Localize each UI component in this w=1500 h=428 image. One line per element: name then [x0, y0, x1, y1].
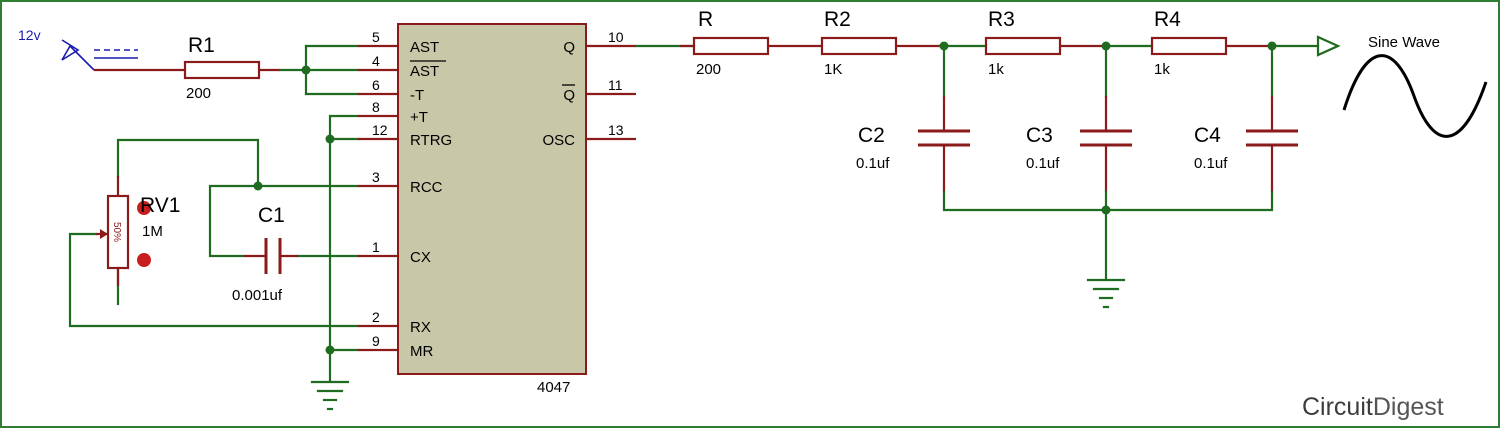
rv1-value: 1M — [142, 223, 163, 240]
r2-value: 1K — [824, 61, 842, 78]
pin-number: 6 — [372, 77, 380, 93]
pin-label: CX — [410, 249, 431, 266]
wire-c1-left — [208, 184, 260, 258]
pin-number: 12 — [372, 122, 388, 138]
resistor-r2: R2 1K — [820, 8, 940, 78]
ground-symbol-left — [310, 380, 350, 411]
pin-number: 11 — [608, 77, 623, 93]
r2-name: R2 — [824, 8, 851, 31]
pin-label: AST — [410, 39, 439, 56]
junction-dot — [325, 134, 335, 144]
pin-label: AST — [410, 63, 439, 80]
wire-rv1-wiper — [68, 232, 360, 328]
r1-value: 200 — [186, 85, 211, 102]
pin-number: 2 — [372, 309, 380, 325]
source-arrow-icon — [61, 39, 80, 61]
pin-number: 1 — [372, 239, 380, 255]
output-terminal-icon — [1316, 35, 1341, 57]
c3-value: 0.1uf — [1026, 155, 1060, 172]
pin-label: Q — [563, 39, 575, 56]
resistor-r1: R1 200 — [165, 34, 280, 102]
pin-number: 13 — [608, 122, 624, 138]
c4-name: C4 — [1194, 124, 1221, 147]
pin-label: -T — [410, 87, 424, 104]
sine-wave-icon — [1342, 54, 1488, 138]
resistor-r3: R3 1k — [984, 8, 1106, 78]
c1-value: 0.001uf — [232, 287, 283, 304]
source-voltage-label: 12v — [18, 27, 41, 43]
pin-number: 3 — [372, 169, 380, 185]
ic-part-number: 4047 — [537, 379, 570, 396]
pin-number: 4 — [372, 53, 380, 69]
pin-label: RCC — [410, 179, 443, 196]
ic-pin-6: 6 -T — [358, 77, 424, 104]
source-lead — [69, 45, 95, 71]
rv1-setting: 50% — [111, 222, 122, 242]
ic-pin-11: 11Q — [562, 77, 636, 104]
pin-label: +T — [410, 109, 428, 126]
pin-label: Q — [563, 87, 575, 104]
r3-name: R3 — [988, 8, 1015, 31]
wire-rv1-top — [116, 138, 260, 188]
c2-name: C2 — [858, 124, 885, 147]
ic-body — [397, 23, 587, 375]
rv1-decrease-icon — [137, 253, 151, 267]
pin-number: 8 — [372, 99, 380, 115]
c3-name: C3 — [1026, 124, 1053, 147]
r3-value: 1k — [988, 61, 1004, 78]
brand-part2: Digest — [1373, 393, 1444, 421]
rv1-name: RV1 — [140, 194, 180, 217]
ic-pin-10: 10Q — [563, 29, 636, 56]
c1-name: C1 — [258, 204, 285, 227]
resistor-r4: R4 1k — [1150, 8, 1272, 78]
ic-pin-8: 8 +T — [358, 99, 428, 126]
potentiometer-rv1: 50% RV1 1M — [96, 176, 180, 286]
wiper-arrow-icon — [100, 229, 108, 239]
r4-name: R4 — [1154, 8, 1181, 31]
junction-dot — [1101, 205, 1111, 215]
pin-number: 9 — [372, 333, 380, 349]
r-value: 200 — [696, 61, 721, 78]
capacitor-c1: C1 0.001uf — [232, 204, 298, 304]
pin-label: OSC — [542, 132, 575, 149]
output-label: Sine Wave — [1368, 34, 1440, 51]
ic-pin-2: 2RX — [358, 309, 431, 336]
r1-name: R1 — [188, 34, 215, 57]
rv1-increase-icon — [137, 201, 151, 215]
ic-pin-1: 1CX — [358, 239, 431, 266]
c4-value: 0.1uf — [1194, 155, 1228, 172]
capacitor-c2: C2 0.1uf — [856, 96, 970, 192]
power-source-12v: 12v — [18, 27, 165, 72]
r4-value: 1k — [1154, 61, 1170, 78]
r-name: R — [698, 8, 713, 31]
ic-pin-9: 9MR — [358, 333, 433, 360]
junction-dot — [253, 181, 263, 191]
pin-number: 10 — [608, 29, 624, 45]
wire-ground-bus — [328, 114, 360, 382]
resistor-r: R 200 — [680, 8, 822, 78]
brand-part1: Circuit — [1302, 393, 1373, 421]
junction-dot — [301, 65, 311, 75]
pin-label: RX — [410, 319, 431, 336]
capacitor-c4: C4 0.1uf — [1194, 96, 1298, 192]
pin-number: 5 — [372, 29, 380, 45]
pin-label: MR — [410, 343, 433, 360]
junction-dot — [325, 345, 335, 355]
brand-logo: CircuitDigest — [1302, 393, 1444, 421]
c2-value: 0.1uf — [856, 155, 890, 172]
pin-label: RTRG — [410, 132, 452, 149]
capacitor-c3: C3 0.1uf — [1026, 96, 1132, 192]
ground-symbol-right — [1086, 278, 1126, 309]
